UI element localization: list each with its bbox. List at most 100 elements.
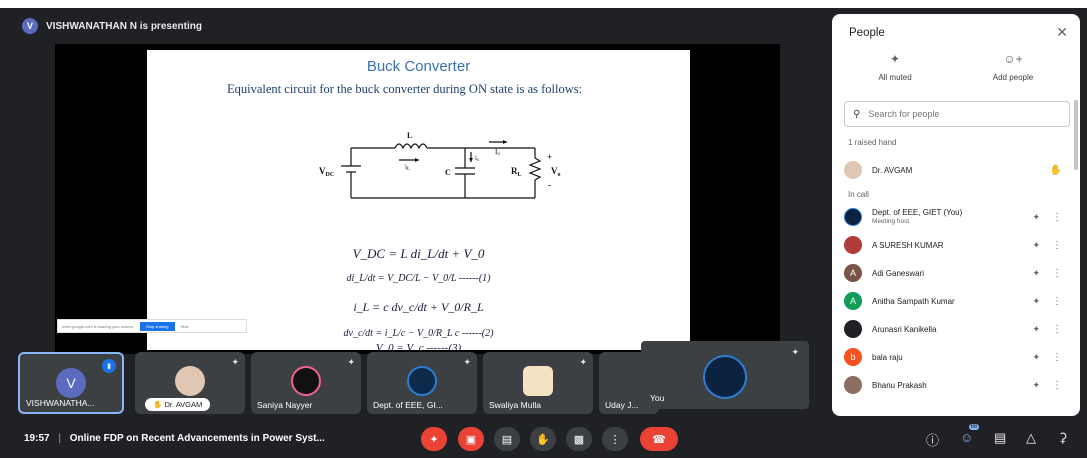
- circuit-diagram: VDC L iL C ic Io RL Vo + -: [319, 131, 561, 199]
- activities-icon: △: [1026, 430, 1036, 445]
- more-options-icon[interactable]: ⋮: [1052, 267, 1062, 279]
- in-call-label: In call: [848, 190, 869, 199]
- shared-screen[interactable]: Buck Converter Equivalent circuit for th…: [55, 44, 780, 354]
- hide-banner-button[interactable]: Hide: [180, 323, 189, 329]
- top-strip: [0, 0, 1087, 8]
- avatar: [291, 366, 321, 396]
- camera-toggle-button[interactable]: ▣: [458, 427, 484, 451]
- activities-button[interactable]: △: [1026, 430, 1036, 446]
- participant-tile[interactable]: ✦ ✋ Dr. AVGAM: [135, 352, 245, 414]
- avatar: b: [844, 348, 862, 366]
- people-panel: People ✕ ✦ All muted ☺+ Add people ⚲ 1 r…: [832, 14, 1080, 416]
- person-name: Adi Ganeswari: [872, 268, 925, 278]
- circuit-vdc-sub: DC: [326, 172, 335, 178]
- person-row[interactable]: A SURESH KUMAR ✦ ⋮: [844, 232, 1070, 258]
- avatar: [844, 320, 862, 338]
- more-options-icon[interactable]: ⋮: [1052, 295, 1062, 307]
- participant-tile[interactable]: ✦ Dept. of EEE, GI...: [367, 352, 477, 414]
- raised-hand-label: 1 raised hand: [848, 138, 897, 147]
- leave-call-button[interactable]: ☎: [640, 427, 678, 451]
- mic-off-icon: ✦: [1032, 295, 1040, 306]
- raise-hand-button[interactable]: ✋: [530, 427, 556, 451]
- participant-name: Uday J...: [605, 400, 639, 410]
- avatar: [175, 366, 205, 396]
- add-people-label: Add people: [992, 73, 1034, 82]
- mic-off-icon: ✦: [1032, 351, 1040, 362]
- more-options-icon[interactable]: ⋮: [1052, 351, 1062, 363]
- more-vert-icon: ⋮: [609, 433, 621, 446]
- person-row[interactable]: A Adi Ganeswari ✦ ⋮: [844, 260, 1070, 286]
- add-people-button[interactable]: ☺+ Add people: [978, 52, 1048, 82]
- mic-off-icon: ✦: [463, 357, 471, 367]
- participant-tile[interactable]: ✦ Saniya Nayyer: [251, 352, 361, 414]
- participant-tile[interactable]: ▮ V VISHWANATHA...: [18, 352, 124, 414]
- circuit-rl-label: R: [511, 166, 518, 176]
- present-icon: ▩: [573, 433, 585, 446]
- close-icon[interactable]: ✕: [1056, 24, 1068, 40]
- presentation-stage: V VISHWANATHAN N is presenting Buck Conv…: [0, 8, 830, 354]
- person-name: Arunasri Kanikella: [872, 324, 937, 334]
- search-icon: ⚲: [853, 108, 861, 120]
- more-options-icon[interactable]: ⋮: [1052, 323, 1062, 335]
- chat-button[interactable]: ▤: [994, 430, 1006, 446]
- panel-scrollbar[interactable]: [1074, 100, 1078, 170]
- more-options-icon[interactable]: ⋮: [1052, 379, 1062, 391]
- present-button[interactable]: ▩: [566, 427, 592, 451]
- more-options-button[interactable]: ⋮: [602, 427, 628, 451]
- meeting-details-button[interactable]: ⓘ: [926, 430, 939, 449]
- raised-hand-pill: ✋ Dr. AVGAM: [145, 398, 211, 411]
- equation-1: V_DC = L di_L/dt + V_0: [352, 246, 485, 261]
- svg-text:iL: iL: [405, 163, 410, 172]
- circuit-minus: -: [548, 180, 551, 190]
- mic-off-icon: ✦: [579, 357, 587, 367]
- self-view-tile[interactable]: ✦ You: [641, 341, 809, 409]
- more-options-icon[interactable]: ⋮: [1052, 239, 1062, 251]
- person-row[interactable]: Arunasri Kanikella ✦ ⋮: [844, 316, 1070, 342]
- person-name: Dept. of EEE, GIET (You): [872, 208, 963, 217]
- presenter-banner: V VISHWANATHAN N is presenting: [22, 16, 202, 36]
- participant-tile[interactable]: ✦ Swaliya Mulla: [483, 352, 593, 414]
- captions-button[interactable]: ▤: [494, 427, 520, 451]
- slide-text: Equivalent circuit for the buck converte…: [227, 82, 583, 96]
- mic-off-icon: ✦: [791, 347, 799, 357]
- svg-text:Vo: Vo: [551, 166, 561, 178]
- mic-toggle-button[interactable]: ✦: [421, 427, 447, 451]
- mic-off-icon: ✦: [889, 52, 901, 66]
- svg-text:ic: ic: [475, 154, 480, 163]
- circuit-vdc-label: V: [319, 166, 326, 176]
- avatar: V: [56, 368, 86, 398]
- meeting-title: Online FDP on Recent Advancements in Pow…: [69, 433, 325, 444]
- mic-off-icon: ✦: [1032, 323, 1040, 334]
- circuit-plus: +: [547, 152, 552, 162]
- panel-title: People: [849, 27, 885, 39]
- circuit-ic-label: i: [475, 154, 477, 162]
- person-row[interactable]: Bhanu Prakash ✦ ⋮: [844, 372, 1070, 398]
- host-controls-button[interactable]: ⚳: [1058, 430, 1068, 446]
- camera-off-icon: ▣: [465, 433, 477, 446]
- sharing-banner-text: meet.google.com is sharing your screen.: [62, 323, 135, 329]
- all-muted-label: All muted: [878, 73, 912, 82]
- mic-off-icon: ✦: [1032, 239, 1040, 250]
- person-row[interactable]: b bala raju ✦ ⋮: [844, 344, 1070, 370]
- circuit-vo-sub: o: [558, 172, 561, 178]
- stop-sharing-button[interactable]: Stop sharing: [140, 321, 175, 331]
- slide-title: Buck Converter: [366, 58, 471, 75]
- search-input[interactable]: [868, 109, 1049, 119]
- avatar: [844, 208, 862, 226]
- equation-2: di_L/dt = V_DC/L − V_0/L ------(1): [346, 273, 491, 284]
- circuit-io-sub: o: [497, 152, 500, 157]
- people-count-badge: 66: [968, 424, 980, 430]
- search-box[interactable]: ⚲: [844, 101, 1070, 127]
- people-button[interactable]: ☺66: [960, 424, 980, 445]
- meeting-info: 19:57 | Online FDP on Recent Advancement…: [24, 433, 325, 444]
- more-options-icon[interactable]: ⋮: [1052, 211, 1062, 223]
- mic-off-icon: ✦: [231, 357, 239, 367]
- avatar: A: [844, 292, 862, 310]
- person-row[interactable]: A Anitha Sampath Kumar ✦ ⋮: [844, 288, 1070, 314]
- svg-text:VDC: VDC: [319, 166, 334, 178]
- all-muted-button[interactable]: ✦ All muted: [860, 52, 930, 82]
- person-row[interactable]: Dept. of EEE, GIET (You)Meeting host ✦ ⋮: [844, 204, 1070, 230]
- circuit-rl-sub: L: [518, 172, 522, 178]
- circuit-inductor-label: L: [407, 131, 412, 140]
- raised-hand-row[interactable]: Dr. AVGAM ✋: [844, 157, 1070, 183]
